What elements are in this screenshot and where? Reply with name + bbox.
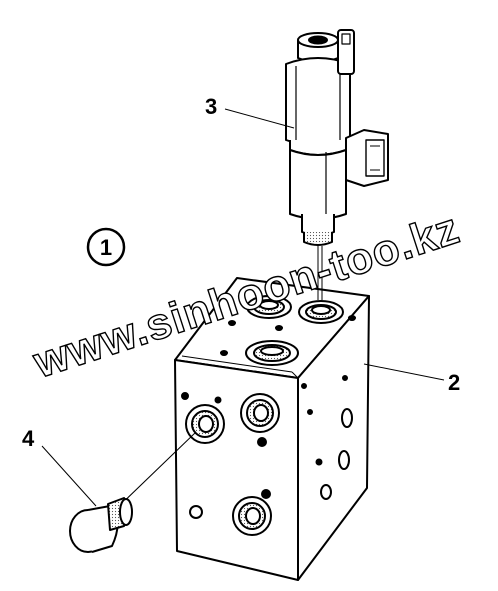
- callout-4: 4: [22, 426, 35, 451]
- front-port-upper-left: [185, 404, 225, 444]
- top-port-a: [246, 295, 292, 319]
- view-number: 1: [86, 227, 126, 267]
- leader-lines: [41, 108, 445, 507]
- block-front-face: [174, 359, 299, 581]
- solenoid-valve: [285, 29, 389, 246]
- callout-2: 2: [448, 370, 460, 395]
- front-port-lower: [232, 496, 272, 536]
- front-port-upper-right: [240, 393, 280, 433]
- callout-3: 3: [205, 94, 217, 119]
- block-right-face: [297, 295, 370, 581]
- leader-3: [224, 108, 295, 129]
- leader-2: [363, 363, 445, 381]
- plug: [69, 497, 133, 553]
- top-port-c: [245, 340, 299, 366]
- top-port-b: [298, 300, 344, 324]
- view-number-label: 1: [100, 235, 112, 260]
- valve-block: [174, 277, 370, 581]
- leader-4: [41, 445, 97, 507]
